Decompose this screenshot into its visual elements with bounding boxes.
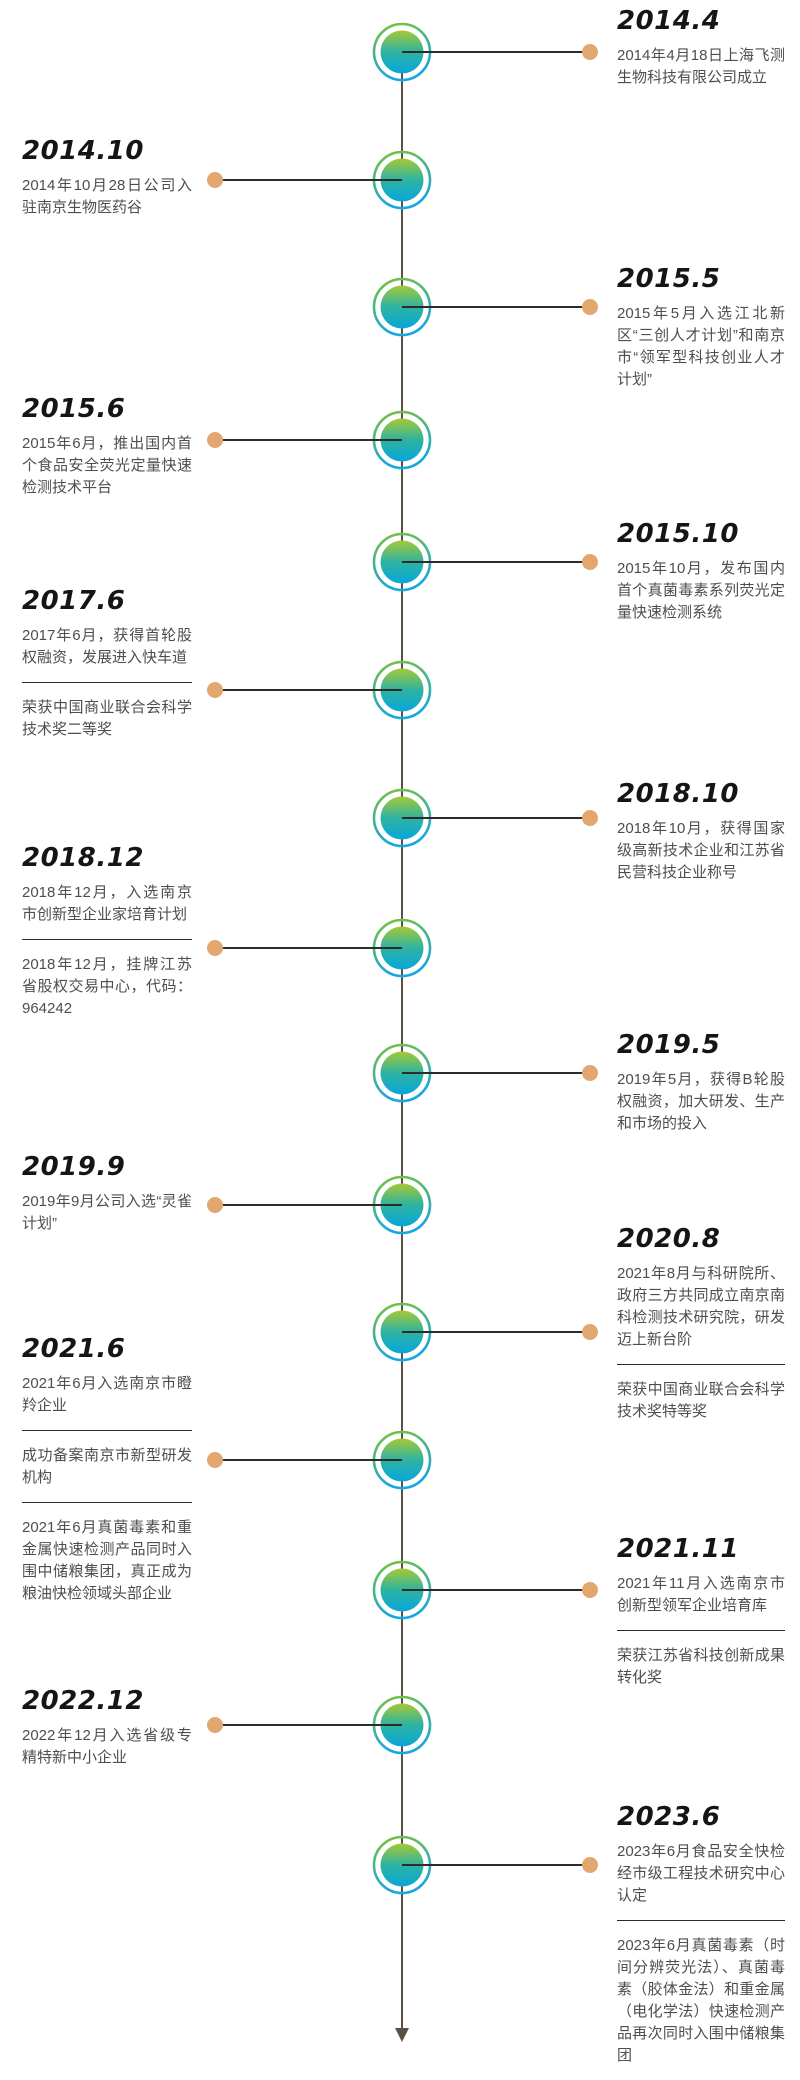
milestone-date: 2017.6 xyxy=(22,586,126,616)
connector-line xyxy=(402,1864,583,1866)
milestone-entry: 2019年9月公司入选“灵雀计划” xyxy=(22,1193,192,1232)
milestone-date: 2019.9 xyxy=(22,1152,126,1182)
milestone-entry: 荣获中国商业联合会科学技术奖二等奖 xyxy=(22,699,192,738)
milestone-entry: 2014年4月18日上海飞测生物科技有限公司成立 xyxy=(617,47,785,86)
milestone-date: 2015.10 xyxy=(617,519,739,549)
milestone-2021-11: 2021.11 2021年11月入选南京市创新型领军企业培育库 荣获江苏省科技创… xyxy=(617,1534,785,1689)
milestone-2017-6: 2017.6 2017年6月，获得首轮股权融资，发展进入快车道 荣获中国商业联合… xyxy=(22,586,192,741)
connector-dot xyxy=(207,432,223,448)
connector-dot xyxy=(582,44,598,60)
milestone-date: 2015.5 xyxy=(617,264,721,294)
milestone-entry: 2015年5月入选江北新区“三创人才计划”和南京市“领军型科技创业人才计划” xyxy=(617,305,785,388)
milestone-entry: 2021年6月真菌毒素和重金属快速检测产品同时入围中储粮集团，真正成为粮油快检领… xyxy=(22,1519,192,1602)
connector-line xyxy=(402,1072,583,1074)
connector-line xyxy=(221,179,402,181)
milestone-entry: 2023年6月食品安全快检经市级工程技术研究中心认定 xyxy=(617,1843,785,1904)
milestone-entry: 2015年6月，推出国内首个食品安全荧光定量快速检测技术平台 xyxy=(22,435,192,496)
connector-line xyxy=(402,1589,583,1591)
milestone-2023-6: 2023.6 2023年6月食品安全快检经市级工程技术研究中心认定 2023年6… xyxy=(617,1802,785,2067)
milestone-2015-5: 2015.5 2015年5月入选江北新区“三创人才计划”和南京市“领军型科技创业… xyxy=(617,264,785,391)
milestone-date: 2015.6 xyxy=(22,394,126,424)
milestone-date: 2021.11 xyxy=(617,1534,739,1564)
milestone-entry: 2015年10月，发布国内首个真菌毒素系列荧光定量快速检测系统 xyxy=(617,560,785,621)
milestone-entry: 2018年12月，入选南京市创新型企业家培育计划 xyxy=(22,884,192,923)
milestone-date: 2019.5 xyxy=(617,1030,721,1060)
milestone-entry: 2017年6月，获得首轮股权融资，发展进入快车道 xyxy=(22,627,192,666)
milestone-2018-10: 2018.10 2018年10月，获得国家级高新技术企业和江苏省民营科技企业称号 xyxy=(617,779,785,884)
timeline-axis-line xyxy=(401,52,403,2030)
connector-dot xyxy=(207,1452,223,1468)
milestone-2021-6: 2021.6 2021年6月入选南京市瞪羚企业 成功备案南京市新型研发机构 20… xyxy=(22,1334,192,1605)
entry-divider xyxy=(617,1364,785,1365)
connector-dot xyxy=(582,1857,598,1873)
connector-dot xyxy=(582,1065,598,1081)
connector-dot xyxy=(582,1582,598,1598)
milestone-entry: 荣获江苏省科技创新成果转化奖 xyxy=(617,1647,785,1686)
milestone-entry: 2014年10月28日公司入驻南京生物医药谷 xyxy=(22,177,192,216)
connector-line xyxy=(402,306,583,308)
milestone-date: 2023.6 xyxy=(617,1802,721,1832)
connector-dot xyxy=(207,940,223,956)
connector-dot xyxy=(207,1717,223,1733)
milestone-date: 2014.4 xyxy=(617,6,721,36)
entry-divider xyxy=(22,1502,192,1503)
milestone-2022-12: 2022.12 2022年12月入选省级专精特新中小企业 xyxy=(22,1686,192,1769)
milestone-2015-10: 2015.10 2015年10月，发布国内首个真菌毒素系列荧光定量快速检测系统 xyxy=(617,519,785,624)
milestone-entry: 成功备案南京市新型研发机构 xyxy=(22,1447,192,1486)
milestone-2018-12: 2018.12 2018年12月，入选南京市创新型企业家培育计划 2018年12… xyxy=(22,843,192,1020)
milestone-date: 2018.10 xyxy=(617,779,739,809)
connector-line xyxy=(402,51,583,53)
milestone-entry: 2021年8月与科研院所、政府三方共同成立南京南科检测技术研究院，研发迈上新台阶 xyxy=(617,1265,785,1348)
milestone-entry: 2022年12月入选省级专精特新中小企业 xyxy=(22,1727,192,1766)
connector-line xyxy=(402,561,583,563)
connector-dot xyxy=(582,810,598,826)
entry-divider xyxy=(22,939,192,940)
connector-line xyxy=(221,689,402,691)
entry-divider xyxy=(22,682,192,683)
connector-dot xyxy=(207,682,223,698)
milestone-2014-4: 2014.4 2014年4月18日上海飞测生物科技有限公司成立 xyxy=(617,6,785,89)
entry-divider xyxy=(617,1630,785,1631)
milestone-date: 2014.10 xyxy=(22,136,144,166)
milestone-2015-6: 2015.6 2015年6月，推出国内首个食品安全荧光定量快速检测技术平台 xyxy=(22,394,192,499)
milestone-entry: 2021年6月入选南京市瞪羚企业 xyxy=(22,1375,192,1414)
arrow-down-icon xyxy=(395,2028,409,2042)
milestone-entry: 2018年12月，挂牌江苏省股权交易中心，代码：964242 xyxy=(22,956,192,1017)
connector-dot xyxy=(207,1197,223,1213)
milestone-date: 2021.6 xyxy=(22,1334,126,1364)
connector-dot xyxy=(582,554,598,570)
connector-line xyxy=(221,1459,402,1461)
milestone-entry: 2021年11月入选南京市创新型领军企业培育库 xyxy=(617,1575,785,1614)
entry-divider xyxy=(617,1920,785,1921)
connector-line xyxy=(402,1331,583,1333)
milestone-date: 2018.12 xyxy=(22,843,144,873)
milestone-date: 2022.12 xyxy=(22,1686,144,1716)
connector-dot xyxy=(582,1324,598,1340)
milestone-2020-8: 2020.8 2021年8月与科研院所、政府三方共同成立南京南科检测技术研究院，… xyxy=(617,1224,785,1423)
connector-dot xyxy=(582,299,598,315)
milestone-entry: 荣获中国商业联合会科学技术奖特等奖 xyxy=(617,1381,785,1420)
milestone-date: 2020.8 xyxy=(617,1224,721,1254)
milestone-2014-10: 2014.10 2014年10月28日公司入驻南京生物医药谷 xyxy=(22,136,192,219)
milestone-entry: 2023年6月真菌毒素（时间分辨荧光法）、真菌毒素（胶体金法）和重金属（电化学法… xyxy=(617,1937,785,2064)
milestone-2019-9: 2019.9 2019年9月公司入选“灵雀计划” xyxy=(22,1152,192,1235)
connector-line xyxy=(221,439,402,441)
entry-divider xyxy=(22,1430,192,1431)
connector-line xyxy=(402,817,583,819)
connector-line xyxy=(221,1724,402,1726)
milestone-entry: 2018年10月，获得国家级高新技术企业和江苏省民营科技企业称号 xyxy=(617,820,785,881)
connector-line xyxy=(221,947,402,949)
connector-line xyxy=(221,1204,402,1206)
milestone-2019-5: 2019.5 2019年5月，获得B轮股权融资，加大研发、生产和市场的投入 xyxy=(617,1030,785,1135)
connector-dot xyxy=(207,172,223,188)
milestone-entry: 2019年5月，获得B轮股权融资，加大研发、生产和市场的投入 xyxy=(617,1071,785,1132)
